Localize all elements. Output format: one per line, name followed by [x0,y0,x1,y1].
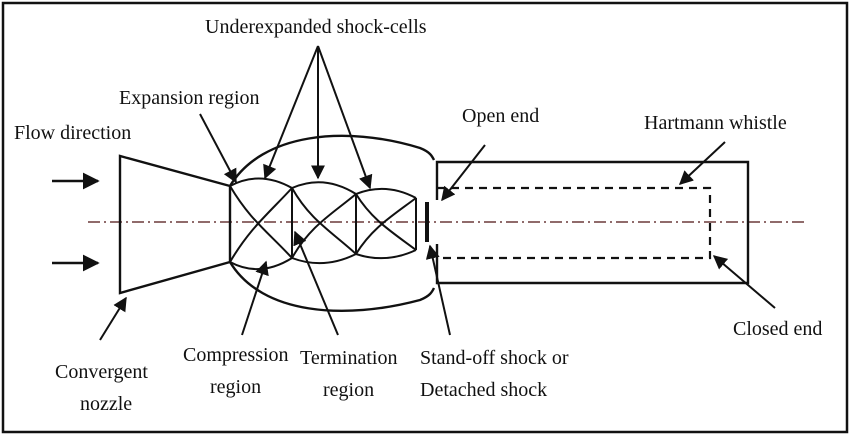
shock-cell-3-arcs [355,187,417,260]
label-flow-direction: Flow direction [14,122,131,144]
label-open-end: Open end [462,105,539,127]
label-compression-1: Compression [183,344,289,366]
label-hartmann: Hartmann whistle [644,112,787,134]
pointer-shock-cell-1 [263,45,319,180]
jet-boundary-lower [228,261,436,313]
shock-cell-1-arcs [229,177,293,271]
shock-cell-1 [229,185,293,263]
label-underexpanded: Underexpanded shock-cells [205,16,427,38]
pointer-standoff [425,244,451,336]
convergent-nozzle [118,154,232,295]
label-convergent-2: nozzle [80,393,132,415]
pointer-hartmann [678,141,726,185]
pointer-termination [293,230,339,336]
shock-cell-2-arcs [291,181,357,265]
pointer-closed-end [712,255,776,309]
pointer-expansion [199,113,237,184]
shock-cell-3 [355,193,417,255]
label-compression-2: region [210,376,261,398]
pointer-compression [241,260,269,336]
shock-cell-2 [291,187,357,259]
hartmann-cavity [437,186,712,260]
pointer-shock-cell-3 [317,45,373,190]
jet-boundary-upper [228,134,436,187]
pointer-convergent [99,296,127,341]
label-termination-1: Termination [300,347,397,369]
label-termination-2: region [323,379,374,401]
pointer-open-end [441,144,486,202]
label-closed-end: Closed end [733,318,822,340]
label-standoff-2: Detached shock [420,379,547,401]
label-expansion: Expansion region [119,87,260,109]
label-standoff-1: Stand-off shock or [420,347,569,369]
label-convergent-1: Convergent [55,361,148,383]
hartmann-tube [435,160,750,285]
